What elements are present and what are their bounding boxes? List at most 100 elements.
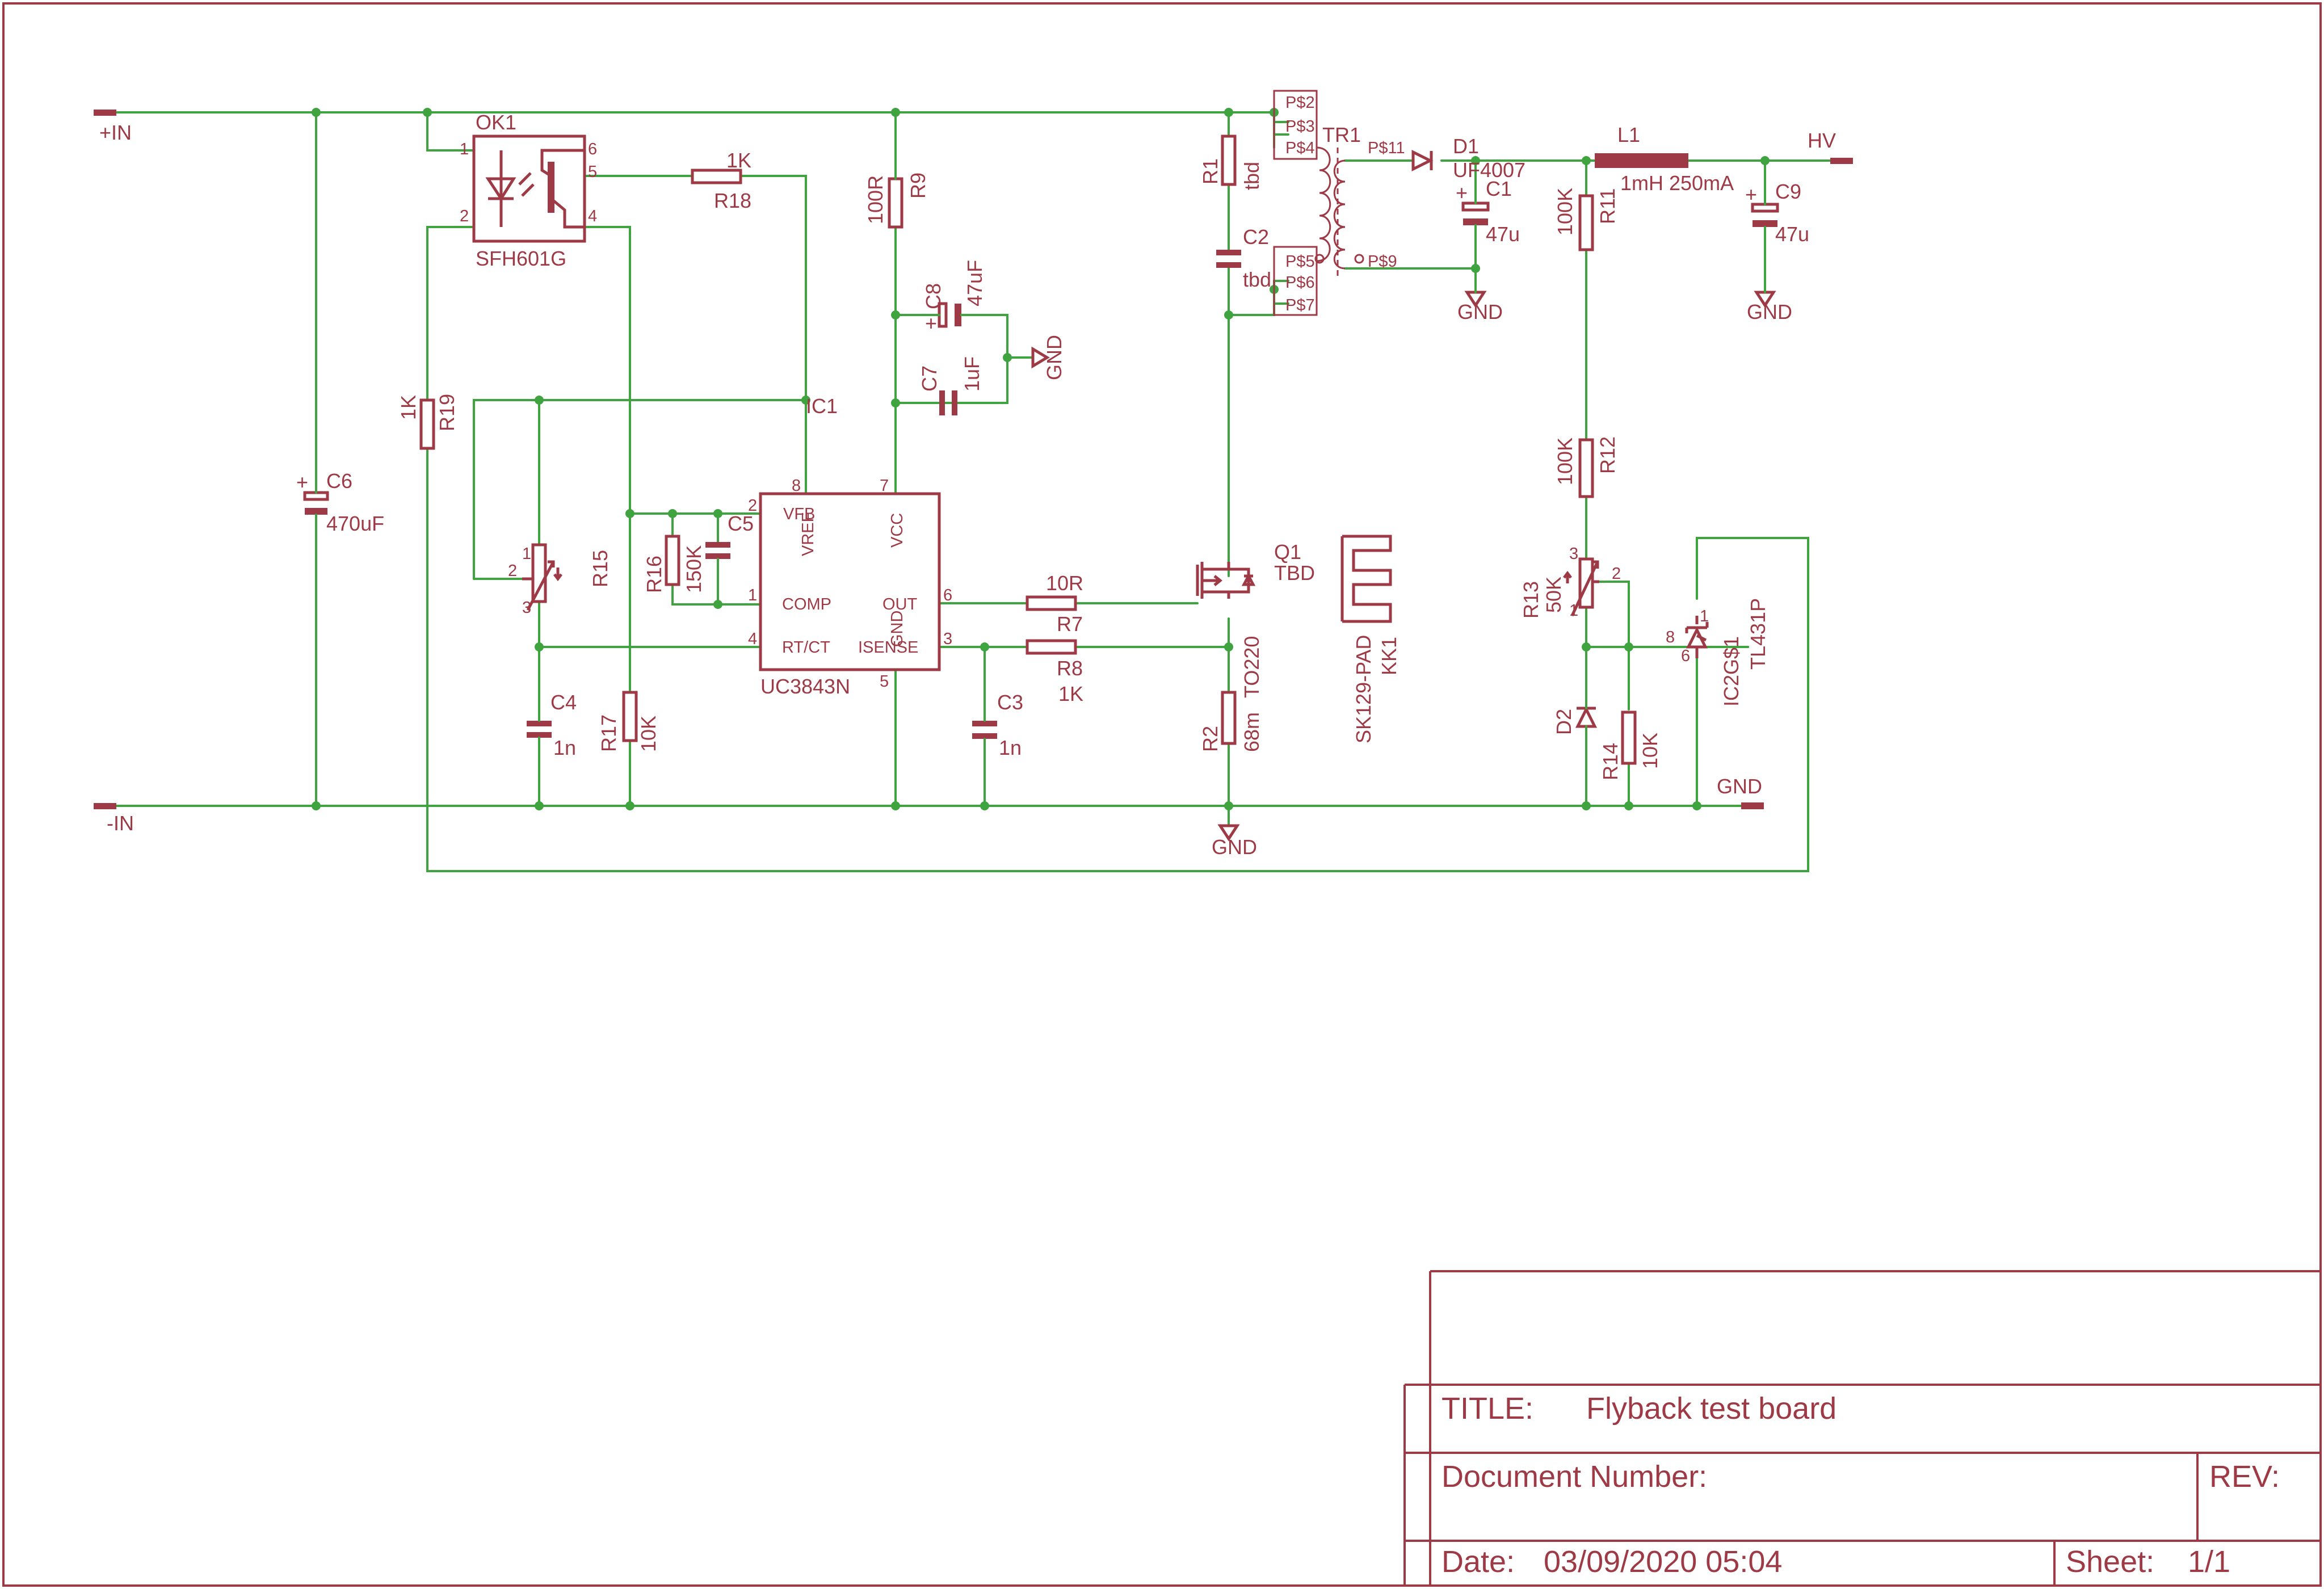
capacitor-c5: C5 xyxy=(705,512,754,571)
svg-text:-IN: -IN xyxy=(107,812,134,835)
svg-text:D1: D1 xyxy=(1453,134,1479,158)
svg-text:C5: C5 xyxy=(728,512,754,535)
port-hv: HV xyxy=(1808,129,1853,164)
svg-text:R12: R12 xyxy=(1596,436,1619,474)
resistor-r9: 100R R9 xyxy=(864,135,930,229)
svg-text:150K: 150K xyxy=(682,545,705,593)
svg-text:6: 6 xyxy=(588,140,597,158)
svg-text:100R: 100R xyxy=(864,175,887,224)
wires xyxy=(115,111,1846,872)
svg-text:P$2: P$2 xyxy=(1285,94,1315,112)
svg-text:GND: GND xyxy=(888,611,906,647)
svg-text:TO220: TO220 xyxy=(1240,636,1263,698)
svg-text:C7: C7 xyxy=(918,365,941,392)
svg-text:HV: HV xyxy=(1808,129,1836,152)
svg-text:R7: R7 xyxy=(1057,612,1083,636)
svg-text:GND: GND xyxy=(1043,335,1066,380)
svg-text:1K: 1K xyxy=(397,395,420,420)
resistor-r12: 100K R12 xyxy=(1553,436,1619,498)
svg-text:C9: C9 xyxy=(1775,180,1801,203)
sheet-label: Sheet: xyxy=(2066,1545,2154,1579)
svg-text:UF4007: UF4007 xyxy=(1453,158,1525,182)
optocoupler-ok1: OK1 SFH601G 1 2 4 5 6 xyxy=(460,111,597,270)
svg-text:VFB: VFB xyxy=(783,505,815,523)
svg-text:+: + xyxy=(1745,183,1757,206)
date-value: 03/09/2020 05:04 xyxy=(1544,1545,1782,1579)
svg-text:tbd: tbd xyxy=(1240,162,1263,190)
svg-text:1n: 1n xyxy=(999,736,1022,759)
heatsink-kk1: SK129-PAD KK1 xyxy=(1340,535,1401,743)
svg-text:4: 4 xyxy=(748,630,757,648)
svg-text:GND: GND xyxy=(1457,300,1503,323)
svg-text:P$7: P$7 xyxy=(1285,296,1315,314)
svg-text:5: 5 xyxy=(588,163,597,181)
svg-text:1n: 1n xyxy=(553,736,576,759)
svg-text:VCC: VCC xyxy=(888,513,906,548)
capacitor-c9: + C9 47u xyxy=(1745,180,1809,246)
svg-text:L1: L1 xyxy=(1617,123,1640,146)
svg-text:C2: C2 xyxy=(1243,225,1269,249)
svg-text:RT/CT: RT/CT xyxy=(782,638,830,657)
svg-text:6: 6 xyxy=(1681,647,1690,665)
capacitor-c1: + C1 47u xyxy=(1456,177,1520,246)
svg-text:1mH 250mA: 1mH 250mA xyxy=(1620,171,1734,195)
title-label: TITLE: xyxy=(1442,1392,1533,1426)
port-in-neg: -IN xyxy=(94,803,134,835)
svg-text:P$4: P$4 xyxy=(1285,139,1315,157)
svg-text:R9: R9 xyxy=(906,173,930,199)
svg-text:+: + xyxy=(1456,181,1468,204)
svg-text:IC1: IC1 xyxy=(806,394,838,418)
capacitor-c3: C3 1n xyxy=(972,691,1023,759)
svg-text:GND: GND xyxy=(1747,300,1792,323)
svg-text:R16: R16 xyxy=(642,556,666,593)
port-gnd: GND xyxy=(1717,775,1764,809)
svg-text:+: + xyxy=(296,470,308,494)
svg-text:OK1: OK1 xyxy=(476,111,516,134)
document-number-label: Document Number: xyxy=(1442,1460,1707,1494)
potentiometer-r15: 2 1 3 R15 xyxy=(508,543,612,617)
resistor-r8: R8 1K xyxy=(1026,639,1083,705)
svg-text:OUT: OUT xyxy=(882,595,918,613)
svg-text:10K: 10K xyxy=(637,716,660,752)
resistor-r18: 1K R18 xyxy=(691,149,751,212)
svg-text:5: 5 xyxy=(880,672,889,691)
svg-text:1: 1 xyxy=(460,140,469,158)
capacitor-c8: + C8 47uF xyxy=(922,260,986,335)
svg-text:KK1: KK1 xyxy=(1377,637,1401,675)
resistor-r19: 1K R19 xyxy=(397,394,459,450)
svg-text:P$3: P$3 xyxy=(1285,117,1315,136)
svg-text:R1: R1 xyxy=(1199,158,1222,184)
svg-text:R15: R15 xyxy=(589,550,612,587)
gnd-symbol-r2: GND xyxy=(1212,824,1257,859)
svg-text:R2: R2 xyxy=(1199,726,1222,752)
resistor-r1: R1 tbd xyxy=(1199,134,1263,190)
svg-text:VREF: VREF xyxy=(799,512,817,556)
svg-text:47uF: 47uF xyxy=(963,260,986,306)
svg-text:2: 2 xyxy=(1612,565,1621,583)
svg-text:TBD: TBD xyxy=(1274,561,1315,585)
svg-text:R17: R17 xyxy=(597,714,620,752)
port-in-pos: +IN xyxy=(94,110,132,144)
svg-text:1K: 1K xyxy=(726,149,751,172)
svg-text:R13: R13 xyxy=(1519,581,1543,619)
svg-text:IC2G$1: IC2G$1 xyxy=(1720,636,1743,707)
svg-text:8: 8 xyxy=(792,477,801,495)
svg-text:C4: C4 xyxy=(550,691,577,714)
svg-text:68m: 68m xyxy=(1240,712,1263,752)
svg-text:GND: GND xyxy=(1717,775,1762,798)
svg-text:C8: C8 xyxy=(922,283,945,309)
svg-text:6: 6 xyxy=(943,586,952,604)
svg-text:2: 2 xyxy=(508,562,517,580)
svg-text:470uF: 470uF xyxy=(326,512,384,535)
capacitor-c7: C7 1uF xyxy=(918,356,984,415)
diode-d1: D1 UF4007 xyxy=(1411,134,1525,182)
svg-text:7: 7 xyxy=(880,477,889,495)
svg-text:GND: GND xyxy=(1212,835,1257,859)
svg-text:100K: 100K xyxy=(1553,438,1577,485)
transformer-tr1: P$2 P$3 P$4 P$5 P$6 P$7 P$11 P$9 TR1 xyxy=(1273,90,1405,316)
junctions xyxy=(312,108,1770,810)
svg-text:P$9: P$9 xyxy=(1368,253,1397,271)
sheet-value: 1/1 xyxy=(2188,1545,2230,1579)
